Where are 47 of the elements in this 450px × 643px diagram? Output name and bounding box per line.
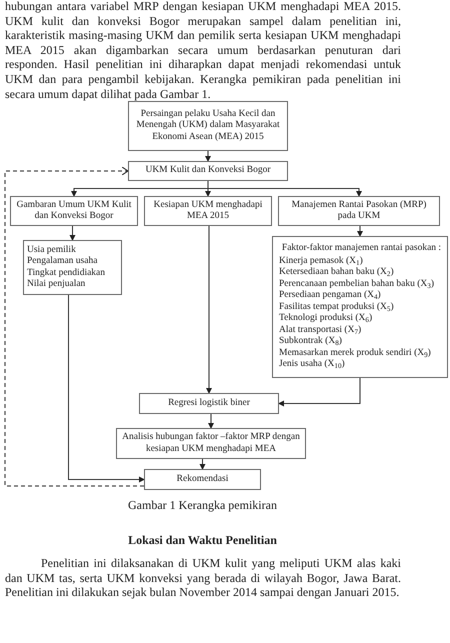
figure-caption: Gambar 1 Kerangka pemikiran [127, 497, 278, 514]
box-text: Gambaran Umum UKM Kulit dan Konveksi Bogor [16, 200, 132, 222]
section-heading: Lokasi dan Waktu Penelitian [127, 532, 278, 549]
body-paragraph: Penelitian ini dilaksanakan di UKM kulit yang meliputi UKM alas kaki dan UKM tas, serta UKM konveksi yang berada di wilayah Bogor, Jawa Barat. Penelitian ini dilakukan sejak bulan November 2014 sampai dengan Januari 2015. [5, 556, 401, 600]
box-text: Perencanaan pembelian bahan baku (X$_{3}$) [279, 278, 434, 290]
box-text: Nilai penjualan [27, 279, 86, 290]
box-text: Fasilitas tempat produksi (X$_{5}$) [279, 302, 394, 313]
process-box [139, 393, 279, 414]
process-box [278, 196, 440, 226]
box-text: Usia pemilik [27, 244, 76, 256]
process-box [128, 161, 288, 181]
arrow [357, 226, 363, 237]
box-text: Pengalaman usaha [27, 256, 98, 268]
box-text: Analisis hubungan faktor –faktor MRP dengan kesiapan UKM menghadapi MEA [121, 432, 301, 455]
box-text: Teknologi produksi (X$_{6}$) [279, 313, 372, 325]
process-box [10, 196, 138, 226]
arrow [278, 378, 360, 406]
list-heading: Faktor-faktor manajemen rantai pasokan : [280, 243, 442, 255]
box-text: Persaingan pelaku Usaha Kecil dan Menengah (UKM) dalam Masyarakat Ekonomi Asean (MEA) 2015 [135, 108, 281, 144]
process-box [144, 469, 261, 490]
box-text: Tingkat pendidiakan [27, 268, 106, 279]
arrow [68, 294, 145, 482]
box-text: UKM Kulit dan Konveksi Bogor [145, 165, 271, 177]
box-text: Rekomendasi [176, 474, 228, 486]
process-box [144, 196, 272, 226]
process-box [116, 428, 306, 459]
box-text: Jenis usaha (X$_{10}$) [279, 359, 345, 371]
context-box [128, 101, 288, 151]
factor-list-box [272, 236, 448, 378]
box-text: Memasarkan merek produk sendiri (X$_{9}$) [279, 348, 431, 359]
box-text: Kesiapan UKM menghadapi MEA 2015 [152, 200, 264, 222]
dashed-arrow [4, 166, 144, 486]
arrow [70, 226, 76, 241]
arrow [205, 150, 211, 162]
body-paragraph: hubungan antara variabel MRP dengan kesiapan UKM menghadapi MEA 2015. UKM kulit dan konveksi Bogor merupakan sampel dalam penelitian ini, karakteristik masing-masing UKM dan pemilik serta kesiapan UKM menghadapi MEA 2015 akan digambarkan secara umum berdasarkan penuturan dari responden. Hasil penelitian ini diharapkan dapat menjadi rekomendasi untuk UKM dan para pengambil kebijakan. Kerangka pemikiran pada penelitian ini secara umum dapat dilihat pada Gambar 1. [5, 0, 401, 102]
box-text: Alat transportasi (X$_{7}$) [279, 324, 362, 336]
box-text: Kinerja pemasok (X$_{1}$) [279, 256, 363, 267]
box-text: Subkontrak (X$_{8}$) [279, 336, 342, 348]
variable-list-box [23, 240, 122, 295]
arrow [208, 414, 214, 429]
arrow [206, 226, 212, 394]
arrow [208, 180, 362, 197]
box-text: Persediaan pengaman (X$_{4}$) [279, 290, 381, 302]
arrow [200, 458, 206, 470]
box-text: Manajemen Rantai Pasokan (MRP) pada UKM [290, 200, 428, 222]
box-text: Ketersediaan bahan baku (X$_{2}$) [279, 267, 394, 279]
box-text: Regresi logistik biner [168, 398, 250, 410]
